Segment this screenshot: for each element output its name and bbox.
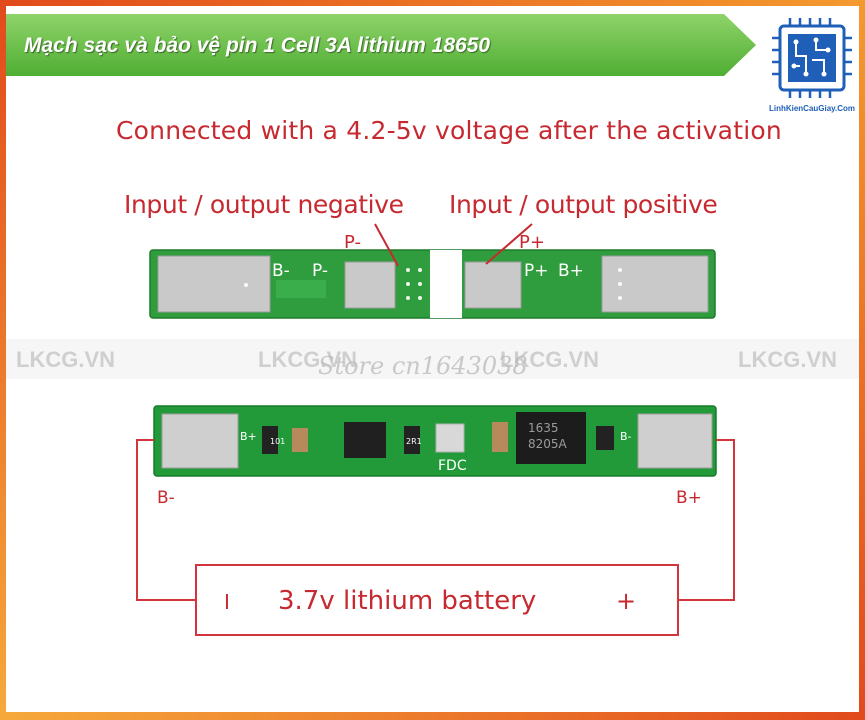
mosfet-8205a <box>516 412 586 464</box>
watermark-mid: LKCG.VN <box>258 347 357 372</box>
watermark-right: LKCG.VN <box>738 347 837 372</box>
right-pad <box>637 413 713 469</box>
battery-box <box>195 564 679 636</box>
watermark-center: LKCG.VN <box>500 347 599 372</box>
silk-p-plus: P+ <box>524 261 549 281</box>
banner-arrow-shape <box>6 14 756 76</box>
title-banner: Mạch sạc và bảo vệ pin 1 Cell 3A lithium… <box>6 14 756 76</box>
positive-terminal-label: Input / output positive <box>449 190 718 219</box>
battery-plus-symbol: + <box>616 587 636 615</box>
p-minus-pad <box>344 261 396 309</box>
left-pad <box>161 413 239 469</box>
store-watermark: Store cn1643038 <box>318 352 528 380</box>
frame-border-right <box>859 0 865 720</box>
watermark-band <box>6 339 859 379</box>
b-minus-pad <box>157 255 271 313</box>
watermark-left: LKCG.VN <box>16 347 115 372</box>
resistor-b-code: 2R1 <box>406 437 422 446</box>
test-pad <box>435 423 465 453</box>
resistor-a <box>262 426 278 454</box>
chip-marking-line2: 8205A <box>528 437 568 451</box>
fdc-silkscreen: FDC <box>438 458 467 474</box>
logo-caption: LinhKienCauGiay.Com <box>768 104 856 113</box>
capacitor-b <box>492 422 508 452</box>
circuit-chip-icon <box>772 18 852 98</box>
wire-label-b-plus: B+ <box>676 488 702 508</box>
battery-wires <box>136 439 735 601</box>
silk-b-plus: B+ <box>558 261 584 281</box>
frame-border-left <box>0 0 6 720</box>
arrow-label-p-minus: P- <box>344 232 361 253</box>
capacitor-a <box>292 428 308 452</box>
frame-border-bottom <box>0 712 865 720</box>
page-title: Mạch sạc và bảo vệ pin 1 Cell 3A lithium… <box>24 34 491 57</box>
arrow-label-p-plus: P+ <box>519 232 545 253</box>
chip-marking-line1: 1635 <box>528 421 559 435</box>
b-plus-pad <box>601 255 709 313</box>
resistor-a-code: 101 <box>270 437 285 446</box>
top-pcb-board: B- P- P+ B+ <box>149 249 716 319</box>
battery-label: 3.7v lithium battery <box>278 586 536 616</box>
callout-arrows <box>374 223 533 267</box>
board-split-gap <box>430 250 462 318</box>
pad-left-silk: B+ <box>240 430 257 443</box>
wire-label-b-minus: B- <box>157 488 175 508</box>
bottom-pcb-board: 101 2R1 1635 8205A FDC B+ B- <box>153 405 717 477</box>
brand-logo: LinhKienCauGiay.Com <box>766 16 858 120</box>
resistor-b <box>404 426 420 454</box>
p-plus-pad <box>464 261 522 309</box>
silk-p-minus: P- <box>312 261 328 281</box>
silk-b-minus: B- <box>272 261 290 281</box>
battery-minus-symbol: I <box>224 590 230 614</box>
resistor-c <box>596 426 614 450</box>
negative-terminal-label: Input / output negative <box>124 190 404 219</box>
activation-note: Connected with a 4.2-5v voltage after th… <box>116 116 782 145</box>
pad-right-silk: B- <box>620 430 632 443</box>
frame-border-top <box>0 0 865 6</box>
protection-ic <box>344 422 386 458</box>
